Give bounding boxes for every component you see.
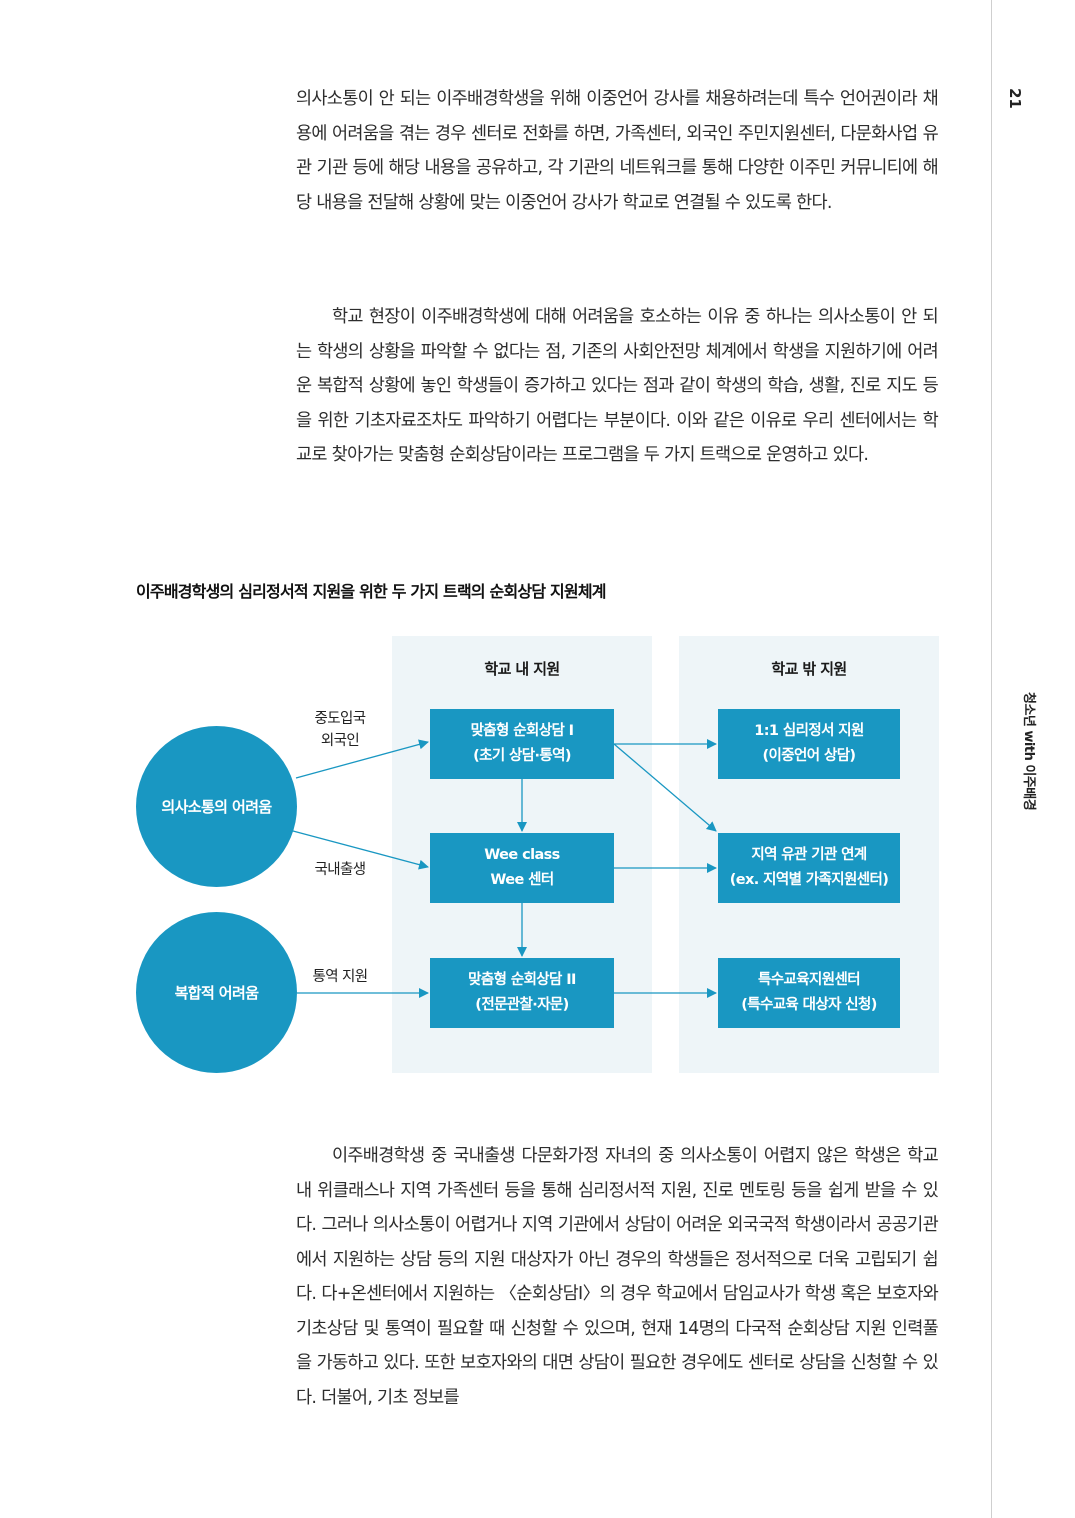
box-bilingual-counseling-sub: (이중언어 상담) (762, 748, 857, 764)
label-domestic-born: 국내출생 (314, 862, 367, 878)
page-margin-rule (991, 0, 992, 1518)
arrow-comm-to-wee (292, 830, 429, 870)
box-local-agency-link-sub: (ex. 지역별 가족지원센터) (729, 872, 889, 888)
label-mid-entry: 중도입국 (314, 711, 367, 727)
box-custom-counseling-1-title: 맞춤형 순회상담 I (470, 723, 574, 739)
label-mid-entry-foreign: 중도입국 외국인 (300, 708, 380, 752)
box-custom-counseling-1: 맞춤형 순회상담 I (초기 상담·통역) (430, 709, 614, 779)
box-custom-counseling-2-sub: (전문관찰·자문) (475, 997, 569, 1013)
column-heading-out-of-school: 학교 밖 지원 (771, 660, 847, 678)
box-wee-class-sub: Wee 센터 (490, 872, 554, 888)
arrow-comm-to-counsel-1 (295, 739, 429, 779)
box-bilingual-counseling-title: 1:1 심리정서 지원 (754, 723, 864, 739)
communication-difficulty-node: 의사소통의 어려움 (136, 726, 297, 887)
label-foreign: 외국인 (320, 733, 360, 749)
diagram-title: 이주배경학생의 심리정서적 지원을 위한 두 가지 트랙의 순회상담 지원체계 (136, 582, 606, 601)
body-paragraph-2: 학교 현장이 이주배경학생에 대해 어려움을 호소하는 이유 중 하나는 의사소… (296, 307, 939, 465)
label-interpretation-support: 통역 지원 (312, 969, 369, 985)
box-wee-class: Wee class Wee 센터 (430, 833, 614, 903)
box-special-education-center-sub: (특수교육 대상자 신청) (741, 997, 877, 1013)
box-wee-class-title: Wee class (484, 847, 560, 863)
box-custom-counseling-2-title: 맞춤형 순회상담 II (468, 972, 576, 988)
box-bilingual-counseling: 1:1 심리정서 지원 (이중언어 상담) (718, 709, 900, 779)
box-special-education-center-title: 특수교육지원센터 (758, 972, 861, 988)
box-custom-counseling-1-sub: (초기 상담·통역) (473, 748, 571, 764)
box-local-agency-link: 지역 유관 기관 연계 (ex. 지역별 가족지원센터) (718, 833, 900, 903)
box-special-education-center: 특수교육지원센터 (특수교육 대상자 신청) (718, 958, 900, 1028)
body-paragraph-1: 의사소통이 안 되는 이주배경학생을 위해 이중언어 강사를 채용하려는데 특수… (296, 89, 939, 213)
column-heading-in-school: 학교 내 지원 (484, 660, 560, 678)
complex-difficulty-node: 복합적 어려움 (136, 912, 297, 1073)
box-local-agency-link-title: 지역 유관 기관 연계 (751, 847, 867, 863)
box-custom-counseling-2: 맞춤형 순회상담 II (전문관찰·자문) (430, 958, 614, 1028)
arrow-counsel-1-to-local (613, 743, 717, 832)
body-paragraph-3: 이주배경학생 중 국내출생 다문화가정 자녀의 중 의사소통이 어렵지 않은 학… (296, 1146, 939, 1408)
